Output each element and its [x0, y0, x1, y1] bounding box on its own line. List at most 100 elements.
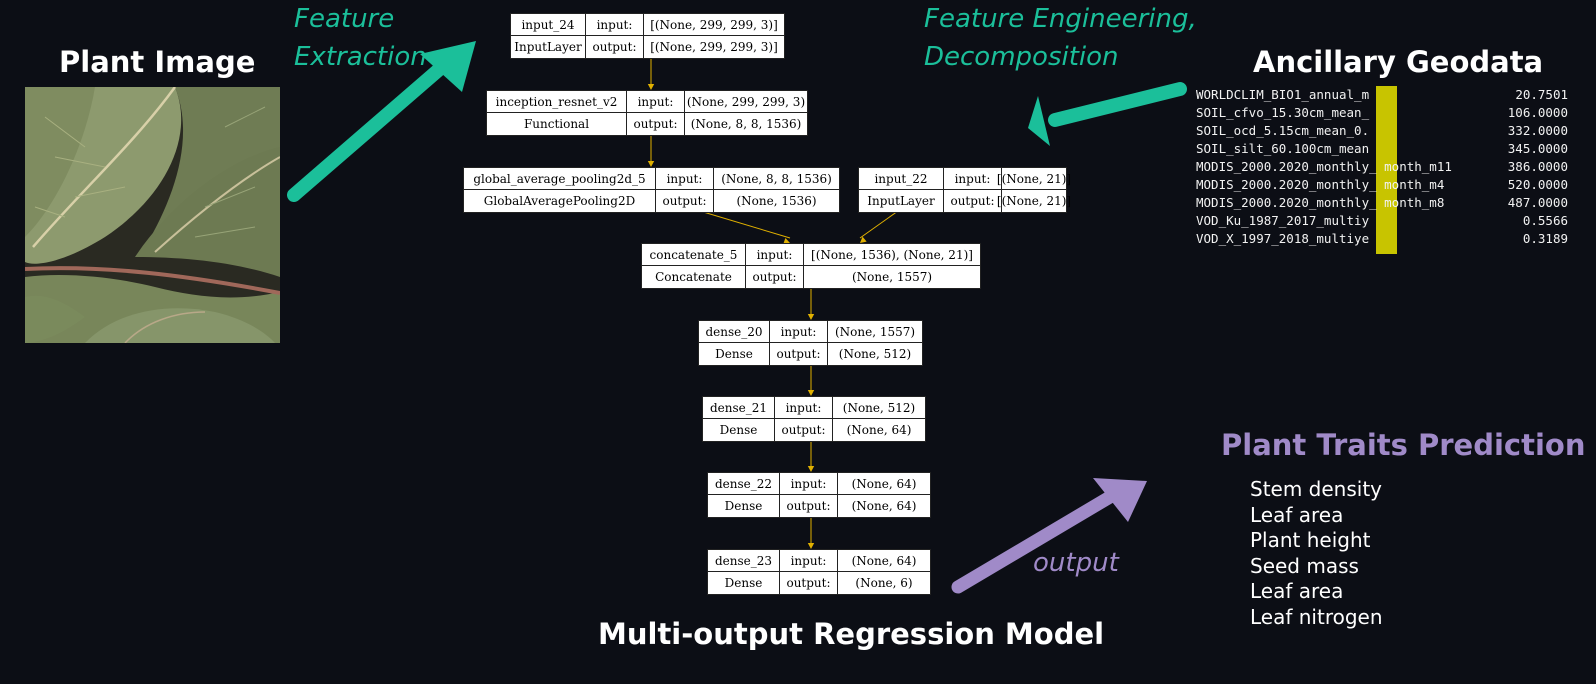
layer-input-label: input: — [627, 91, 685, 113]
layer-type: Functional — [487, 113, 627, 135]
layer-input-shape: (None, 1557) — [828, 321, 922, 343]
layer-name: dense_21 — [703, 397, 775, 419]
layer-output-label: output: — [586, 36, 644, 58]
feature-engineering-line1: Feature Engineering, — [924, 4, 1197, 34]
geodata-variable-value: 520.0000 — [1507, 177, 1568, 192]
feature-engineering-label: Feature Engineering, Decomposition — [924, 0, 1197, 76]
layer-output-label: output: — [775, 419, 833, 441]
layer-input-label: input: — [780, 550, 838, 572]
trait-item: Leaf area — [1250, 579, 1344, 603]
layer-input-label: input: — [775, 397, 833, 419]
layer-output-shape: (None, 512) — [838, 347, 912, 361]
edge-input-to-inception — [647, 57, 655, 90]
layer-type: Dense — [708, 495, 780, 517]
geodata-variable-value: 106.0000 — [1507, 105, 1568, 120]
layer-input-shape: [(None, 21)] — [997, 168, 1071, 190]
trait-item: Plant height — [1250, 528, 1371, 552]
trait-item: Leaf area — [1250, 502, 1344, 527]
geodata-row: MODIS_2000.2020_monthly_ month_m4 520.000… — [1196, 177, 1568, 195]
layer-input-label: input: — [746, 244, 804, 266]
geodata-variable-name: WORLDCLIM_BIO1_annual_m — [1196, 87, 1370, 102]
layer-type: Dense — [708, 572, 780, 594]
geodata-variable-name: MODIS_2000.2020_monthly_ month_m11 — [1196, 159, 1452, 174]
ancillary-geodata-heading: Ancillary Geodata — [1253, 45, 1544, 79]
feature-engineering-line2: Decomposition — [924, 42, 1119, 72]
layer-name: dense_23 — [708, 550, 780, 572]
plant-image-heading: Plant Image — [59, 45, 256, 79]
layer-input-shape: (None, 8, 8, 1536) — [714, 168, 839, 190]
layer-output-shape: [(None, 21)] — [996, 194, 1072, 208]
layer-type: Dense — [703, 419, 775, 441]
layer-type: GlobalAveragePooling2D — [464, 190, 656, 212]
geodata-row: VOD_Ku_1987_2017_multiy 0.5566 — [1196, 213, 1568, 231]
layer-name: inception_resnet_v2 — [487, 91, 627, 113]
layer-input-shape: (None, 64) — [838, 473, 930, 495]
layer-output-shape: [(None, 299, 299, 3)] — [650, 40, 778, 54]
output-label: output — [1033, 548, 1119, 578]
edge-dense20-to-dense21 — [807, 364, 815, 396]
layer-type: Concatenate — [642, 266, 746, 288]
geodata-variable-value: 487.0000 — [1507, 195, 1568, 210]
layer-output-shape: (None, 1557) — [851, 270, 933, 284]
trait-item: Stem density — [1250, 477, 1383, 501]
layer-output-label: output: — [780, 572, 838, 594]
feature-extraction-label: Feature Extraction — [294, 0, 427, 76]
geodata-row: SOIL_ocd_5.15cm_mean_0. 332.0000 — [1196, 123, 1568, 141]
edge-dense22-to-dense23 — [807, 516, 815, 549]
layer-type: Dense — [699, 343, 770, 365]
layer-output-label: output: — [746, 266, 804, 288]
layer-output-shape: (None, 8, 8, 1536) — [690, 117, 802, 131]
layer-output-shape: (None, 6) — [855, 576, 913, 590]
geodata-row: MODIS_2000.2020_monthly_ month_m8 487.000… — [1196, 195, 1568, 213]
layer-input-label: input: — [770, 321, 828, 343]
layer-output-label: output: — [656, 190, 714, 212]
geodata-variable-name: SOIL_cfvo_15.30cm_mean_ — [1196, 105, 1370, 120]
layer-output-label: output: — [780, 495, 838, 517]
layer-input-shape: [(None, 1536), (None, 21)] — [804, 244, 980, 266]
layer-input-shape: (None, 64) — [838, 550, 930, 572]
geodata-variable-value: 20.7501 — [1515, 87, 1568, 102]
layer-output-shape: (None, 64) — [846, 423, 912, 437]
feature-extraction-line1: Feature — [294, 4, 395, 34]
edge-dense21-to-dense22 — [807, 440, 815, 472]
geodata-variable-name: SOIL_silt_60.100cm_mean — [1196, 141, 1370, 156]
geodata-variable-value: 332.0000 — [1507, 123, 1568, 138]
geodata-highlight-bar — [1376, 86, 1397, 254]
plant-leaf-image — [25, 87, 280, 343]
geodata-variable-name: VOD_X_1997_2018_multiye — [1196, 231, 1370, 246]
layer-input-label: input: — [780, 473, 838, 495]
layer-type: InputLayer — [859, 190, 944, 212]
geodata-variable-name: SOIL_ocd_5.15cm_mean_0. — [1196, 123, 1370, 138]
geodata-variable-value: 0.3189 — [1522, 231, 1568, 246]
geodata-variable-name: MODIS_2000.2020_monthly_ month_m4 — [1196, 177, 1445, 192]
layer-output-label: output: — [770, 343, 828, 365]
geodata-variable-value: 0.5566 — [1522, 213, 1568, 228]
layer-name: dense_22 — [708, 473, 780, 495]
geodata-row: VOD_X_1997_2018_multiye 0.3189 — [1196, 231, 1568, 249]
geodata-row: SOIL_cfvo_15.30cm_mean_ 106.0000 — [1196, 105, 1568, 123]
geodata-variable-name: MODIS_2000.2020_monthly_ month_m8 — [1196, 195, 1445, 210]
geodata-variable-name: VOD_Ku_1987_2017_multiy — [1196, 213, 1370, 228]
layer-name: global_average_pooling2d_5 — [464, 168, 656, 190]
layer-input-shape: (None, 512) — [833, 397, 925, 419]
layer-input-shape: (None, 299, 299, 3) — [685, 91, 807, 113]
layer-input-shape: [(None, 299, 299, 3)] — [644, 14, 784, 36]
edge-input22-to-concatenate — [859, 210, 899, 243]
layer-name: input_22 — [859, 168, 944, 190]
trait-item: Leaf nitrogen — [1250, 604, 1383, 629]
